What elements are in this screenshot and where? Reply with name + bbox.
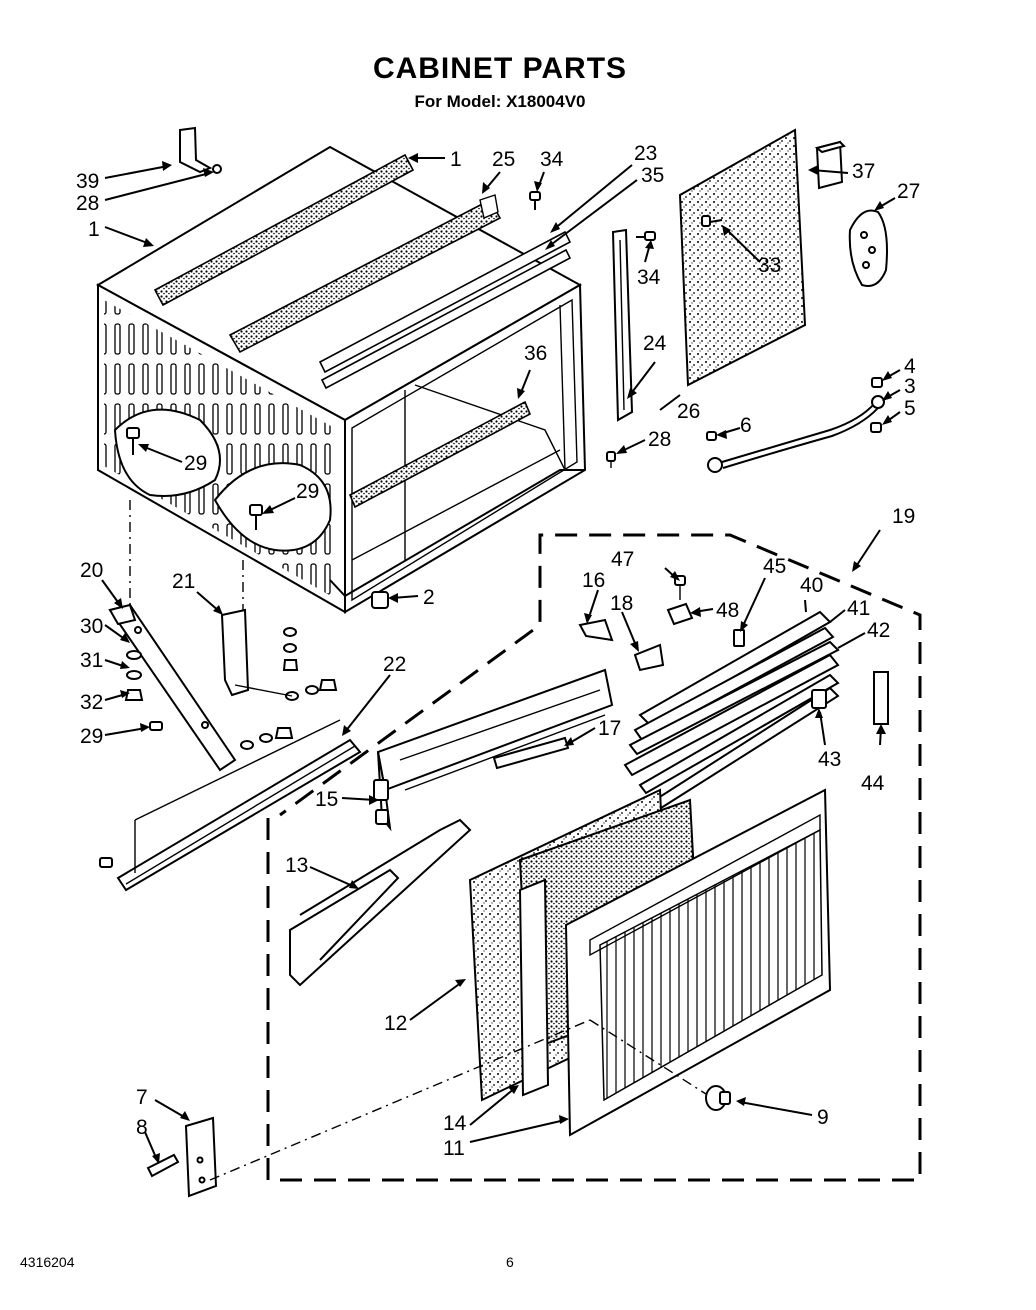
part-14-strip [518,878,550,1097]
screw-29-b [249,504,263,516]
callout-44: 44 [861,772,885,795]
callout-45: 45 [763,555,786,578]
callout-5: 5 [904,397,916,420]
screw-28-right [606,451,616,462]
callout-22: 22 [383,653,406,676]
callout-39: 39 [76,170,99,193]
callout-29-c: 29 [80,725,103,748]
callout-47: 47 [611,548,634,571]
callout-48: 48 [716,599,739,622]
part-11-front-grille [564,788,832,1137]
callout-29-a: 29 [184,452,207,475]
part-2-clip [371,591,389,609]
hardware-washers-nuts [124,627,338,750]
callout-38: 1 [450,148,462,171]
callout-24: 24 [643,332,667,355]
part-26-filter-panel [678,128,807,387]
part-39-bracket [179,126,222,174]
callout-33: 33 [758,254,781,277]
part-15-housing [373,668,614,832]
part-21-bracket [220,608,250,697]
part-17-shaft [492,736,570,770]
louver-vanes [623,610,840,810]
callout-36: 36 [524,342,547,365]
callout-4: 4 [904,355,916,378]
callout-13: 13 [285,854,308,877]
callout-23: 23 [634,142,657,165]
callout-1: 1 [88,218,100,241]
callout-21: 21 [172,570,195,593]
callout-2: 2 [423,586,435,609]
page-title: CABINET PARTS [372,52,628,85]
page-number: 6 [506,1254,514,1270]
callout-14: 14 [443,1112,467,1135]
part-9-knob [589,1019,731,1111]
nut-48 [666,602,694,626]
callout-27: 27 [897,180,920,203]
callout-17: 17 [598,717,621,740]
part-44-strip [873,671,889,725]
callout-20: 20 [80,559,103,582]
part-8-pin [146,1153,180,1178]
callout-9: 9 [817,1106,829,1129]
document-number: 4316204 [20,1254,75,1270]
part-22-rail [99,719,362,892]
insulation-strips [153,153,572,509]
part-18-clip [633,643,665,672]
part-43-clip [811,689,827,709]
callout-28-right: 28 [648,428,671,451]
callout-28-top: 28 [76,192,99,215]
callout-8: 8 [136,1116,148,1139]
part-13-wire-frame [289,818,472,987]
callout-34-mid: 34 [637,266,661,289]
callout-37: 37 [852,160,875,183]
ground-wire-assembly [706,377,885,473]
callout-40: 40 [800,574,823,597]
callout-15: 15 [315,788,338,811]
callout-42: 42 [867,619,890,642]
callout-labels: 1 25 34 23 35 39 28 1 34 33 37 27 36 24 … [76,142,920,1160]
screws-34 [529,191,656,241]
callout-31: 31 [80,649,103,672]
callout-16: 16 [582,569,605,592]
callout-leaders [101,153,901,1164]
callout-26: 26 [677,400,700,423]
callout-7: 7 [136,1086,148,1109]
callout-11: 11 [443,1137,465,1160]
callout-34-top: 34 [540,148,564,171]
callout-43: 43 [818,748,841,771]
callout-29-b: 29 [296,480,319,503]
part-16-lever [578,618,614,642]
callout-18: 18 [610,592,633,615]
callout-32: 32 [80,691,103,714]
callout-12: 12 [384,1012,407,1035]
callout-30: 30 [80,615,103,638]
part-27-mounting-pad [848,209,888,287]
callout-3: 3 [904,375,916,398]
model-subtitle: For Model: X18004V0 [414,92,586,111]
callout-41: 41 [847,597,870,620]
callout-19: 19 [892,505,915,528]
callout-25: 25 [492,148,515,171]
part-20-support-bracket [108,603,237,772]
callout-6: 6 [740,414,752,437]
callout-35: 35 [641,164,664,187]
front-assembly-boundary [266,533,922,1182]
screw-29-a [126,427,140,439]
